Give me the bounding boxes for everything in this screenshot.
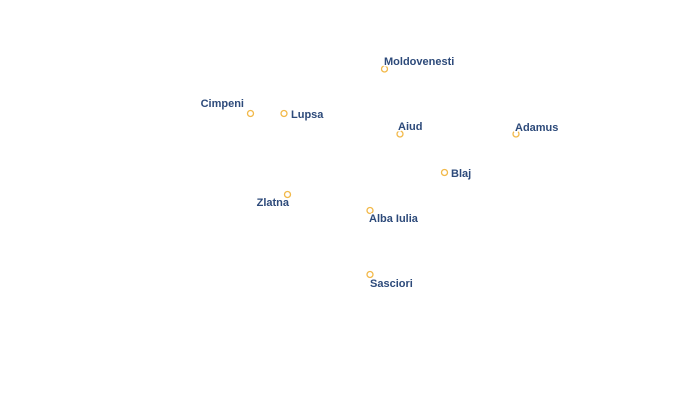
city-marker-lupsa[interactable]	[280, 109, 288, 118]
city-label-moldovenesti: Moldovenesti	[384, 56, 454, 68]
city-label-adamus: Adamus	[515, 122, 558, 134]
city-label-cimpeni: Cimpeni	[201, 98, 244, 110]
city-alba-iulia[interactable]: Alba Iulia	[366, 206, 420, 227]
city-aiud[interactable]: Aiud	[396, 120, 424, 138]
city-marker-aiud[interactable]	[396, 130, 404, 138]
city-zlatna[interactable]: Zlatna	[255, 190, 292, 211]
city-marker-sasciori[interactable]	[366, 270, 374, 279]
city-cimpeni[interactable]: Cimpeni	[199, 97, 255, 118]
city-marker-alba-iulia[interactable]	[366, 206, 374, 215]
city-label-aiud: Aiud	[398, 121, 422, 133]
city-adamus[interactable]: Adamus	[512, 121, 560, 138]
city-marker-zlatna[interactable]	[283, 190, 292, 199]
city-label-alba-iulia: Alba Iulia	[369, 213, 419, 225]
city-moldovenesti[interactable]: Moldovenesti	[380, 55, 456, 73]
city-label-zlatna: Zlatna	[257, 197, 290, 209]
city-blaj[interactable]: Blaj	[440, 167, 473, 182]
city-marker-moldovenesti[interactable]	[380, 65, 389, 73]
city-marker-adamus[interactable]	[512, 130, 520, 138]
city-label-blaj: Blaj	[451, 168, 471, 180]
city-marker-blaj[interactable]	[440, 168, 449, 177]
city-label-sasciori: Sasciori	[370, 278, 413, 290]
city-marker-cimpeni[interactable]	[246, 109, 255, 118]
city-sasciori[interactable]: Sasciori	[366, 270, 414, 292]
city-label-lupsa: Lupsa	[291, 109, 324, 121]
city-lupsa[interactable]: Lupsa	[280, 108, 326, 123]
